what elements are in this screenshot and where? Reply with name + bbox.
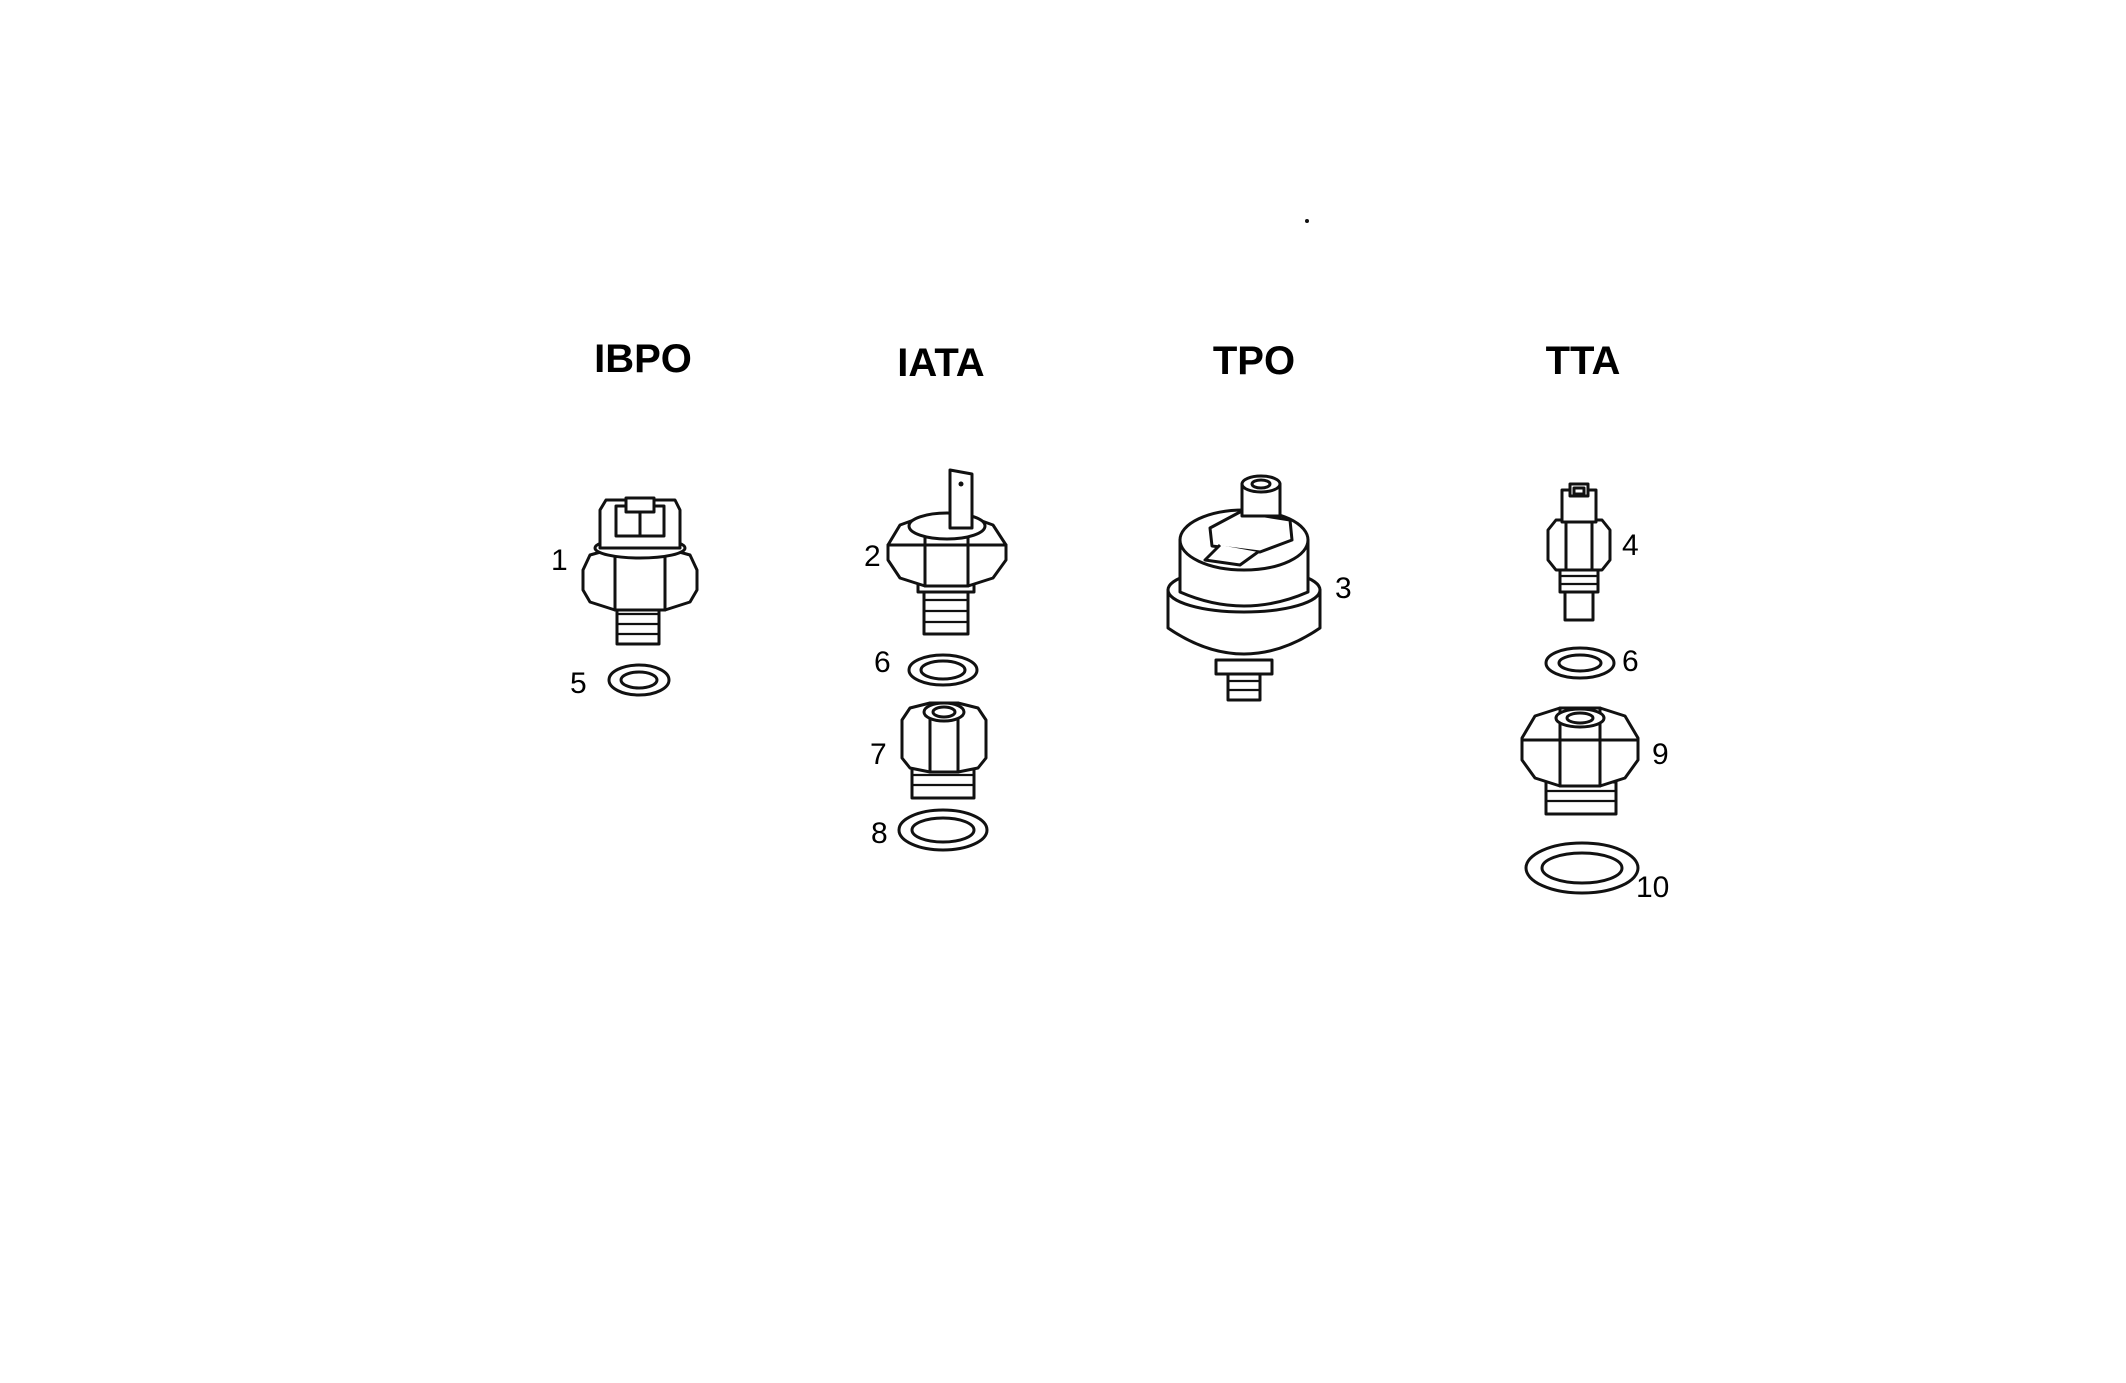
part-6-washer-tta (1544, 646, 1616, 680)
title-iata: IATA (897, 341, 984, 385)
part-1-pressure-switch (581, 496, 699, 646)
part-5-washer (607, 663, 671, 697)
part-2-pressure-switch (886, 468, 1008, 636)
callout-10: 10 (1636, 871, 1669, 904)
callout-2: 2 (864, 540, 881, 573)
part-6-washer-iata (907, 653, 979, 687)
part-7-adapter (900, 701, 988, 800)
callout-5: 5 (570, 667, 587, 700)
part-3-pressure-sender (1166, 474, 1322, 702)
title-tpo: TPO (1213, 339, 1295, 383)
callout-1: 1 (551, 544, 568, 577)
callout-3: 3 (1335, 572, 1352, 605)
title-ibpo: IBPO (594, 337, 692, 381)
part-4-temperature-sender (1546, 482, 1612, 622)
stray-mark (1305, 219, 1309, 223)
callout-6a: 6 (874, 646, 891, 679)
callout-7: 7 (870, 738, 887, 771)
callout-4: 4 (1622, 529, 1639, 562)
part-10-washer (1524, 841, 1640, 895)
part-8-washer (897, 808, 989, 852)
callout-6b: 6 (1622, 645, 1639, 678)
part-9-adapter (1520, 706, 1640, 816)
title-tta: TTA (1546, 339, 1621, 383)
callout-9: 9 (1652, 738, 1669, 771)
callout-8: 8 (871, 817, 888, 850)
